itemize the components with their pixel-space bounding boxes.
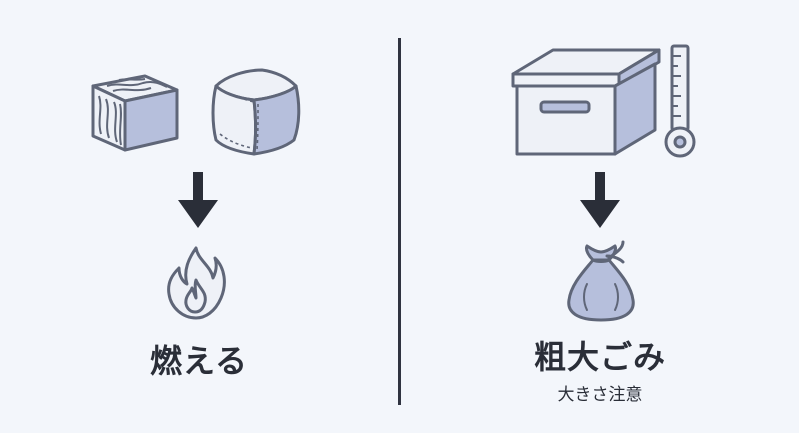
storage-box-icon bbox=[511, 48, 661, 156]
down-arrow-icon bbox=[178, 172, 218, 228]
down-arrow-icon bbox=[580, 172, 620, 228]
wood-block-icon bbox=[91, 74, 179, 152]
garbage-bag-icon bbox=[567, 240, 635, 322]
flame-icon bbox=[167, 246, 226, 320]
oversized-panel: 粗大ごみ 大きさ注意 bbox=[401, 0, 799, 433]
size-caution-note: 大きさ注意 bbox=[557, 385, 643, 405]
fabric-cube-icon bbox=[211, 68, 301, 156]
tape-measure-icon bbox=[664, 44, 696, 158]
combustible-panel: 燃える bbox=[0, 0, 398, 433]
panel-divider bbox=[398, 38, 401, 405]
oversized-label: 粗大ごみ bbox=[533, 338, 666, 376]
combustible-label: 燃える bbox=[149, 342, 249, 380]
